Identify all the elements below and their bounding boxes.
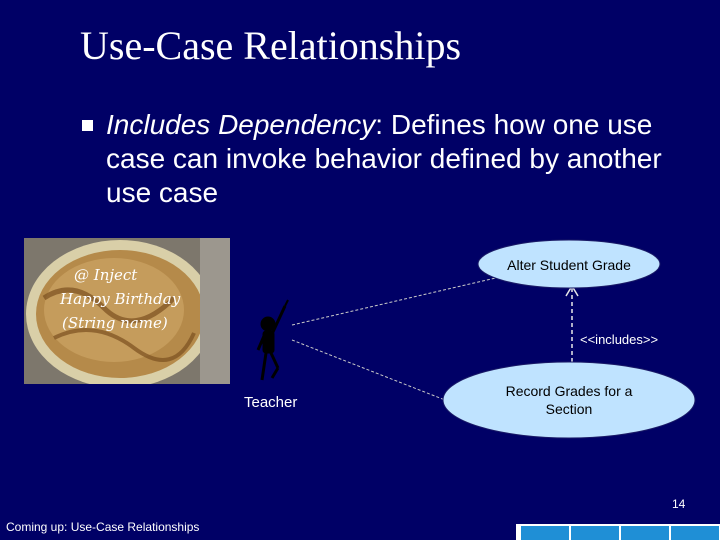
association-line-bottom — [292, 340, 445, 400]
footer-text: Coming up: Use-Case Relationships — [6, 520, 199, 534]
includes-label: <<includes>> — [580, 332, 658, 347]
use-case-record-grades-label: Record Grades for a Section — [468, 382, 670, 418]
page-number: 14 — [672, 497, 685, 511]
nav-button-2[interactable] — [570, 526, 619, 540]
actor-teacher-label: Teacher — [244, 394, 297, 411]
association-line-top — [292, 277, 500, 325]
use-case-record-grades-line-2: Section — [468, 400, 670, 418]
nav-button-4[interactable] — [670, 526, 719, 540]
teacher-actor-icon — [258, 300, 288, 380]
use-case-alter-student-grade-label: Alter Student Grade — [484, 256, 654, 274]
nav-button-3[interactable] — [620, 526, 669, 540]
nav-button-1[interactable] — [520, 526, 569, 540]
use-case-record-grades-line-1: Record Grades for a — [468, 382, 670, 400]
